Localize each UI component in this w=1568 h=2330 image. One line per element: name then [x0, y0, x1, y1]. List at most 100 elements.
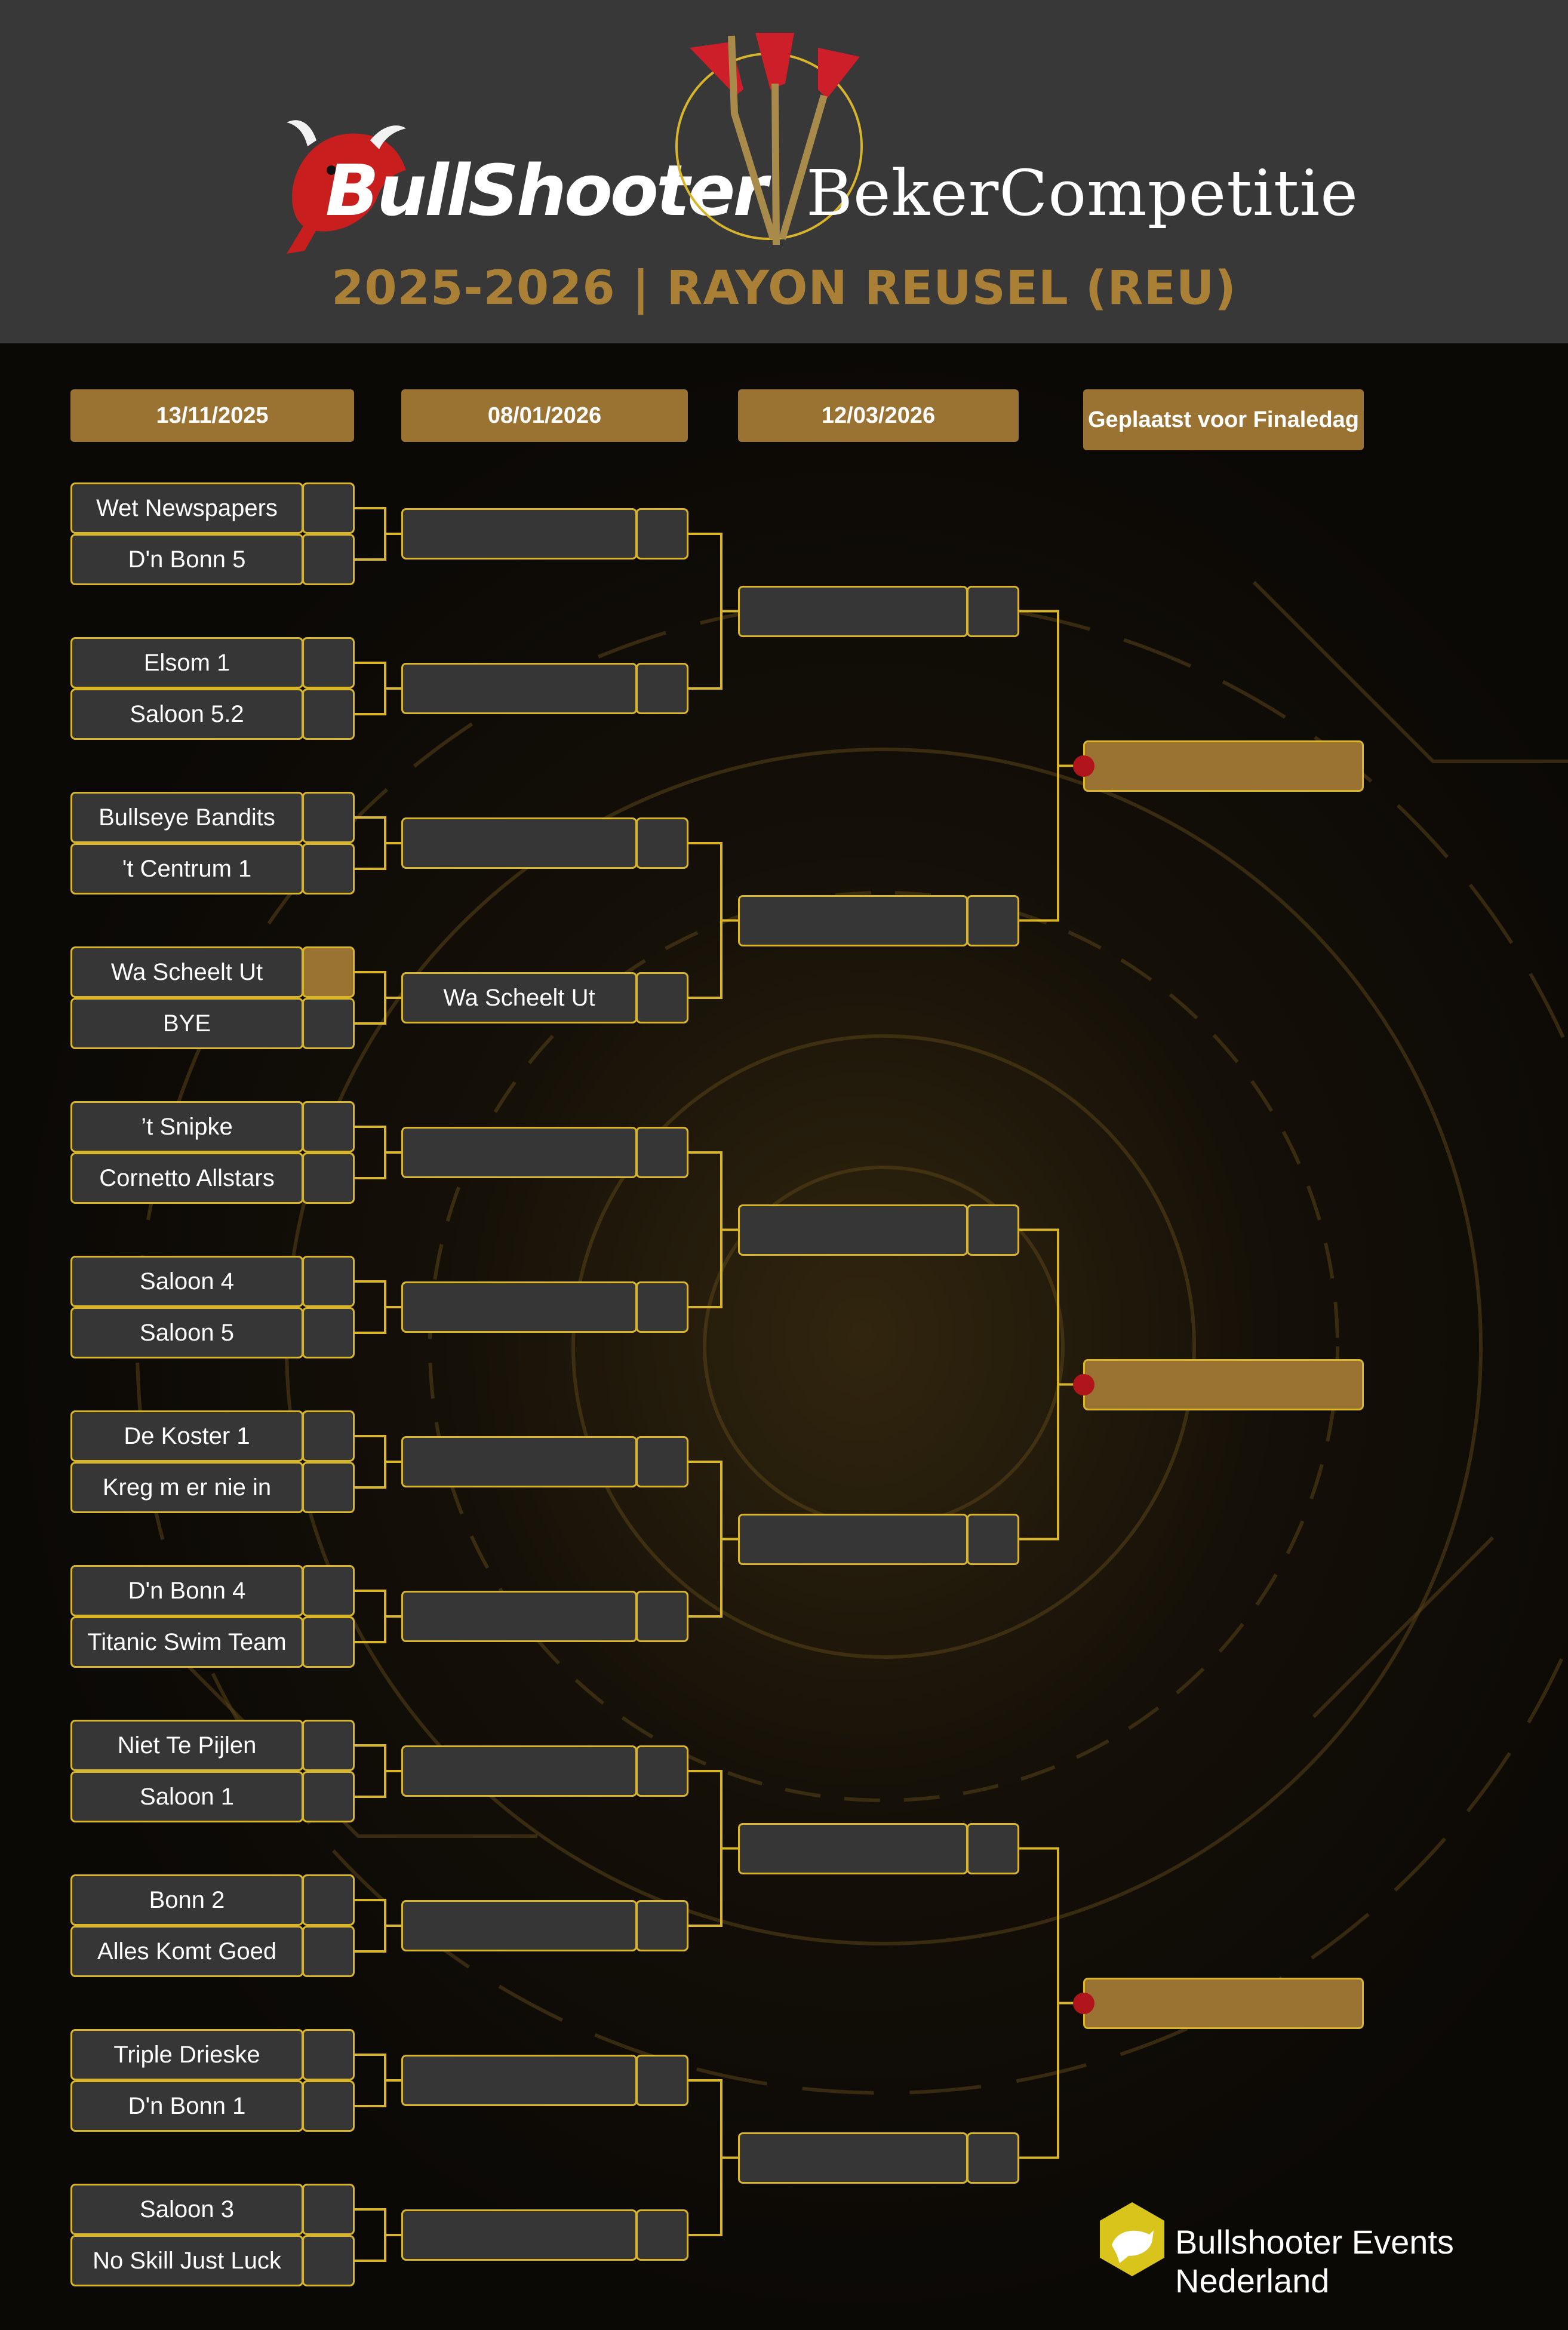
round2-score [636, 972, 688, 1023]
round1-score-away [302, 1926, 355, 1977]
footer-brand: Bullshooter Events Nederland [1175, 2223, 1454, 2300]
bull-logo-icon [287, 120, 406, 254]
round-header-2: 08/01/2026 [401, 389, 688, 442]
round1-team-home: Wa Scheelt Ut [70, 946, 303, 998]
round1-team-home: Elsom 1 [70, 637, 303, 688]
round2-score [636, 663, 688, 714]
round1-score-home [302, 1256, 355, 1307]
connector-dot [1073, 755, 1094, 777]
round1-score-home [302, 1410, 355, 1462]
round2-team [401, 663, 637, 714]
round2-score [636, 1436, 688, 1487]
round2-team [401, 1127, 637, 1178]
round3-team [738, 585, 968, 637]
round1-score-away [302, 2080, 355, 2132]
round1-score-home [302, 482, 355, 534]
round1-team-home: Wet Newspapers [70, 482, 303, 534]
season-subtitle: 2025-2026 | RAYON REUSEL (REU) [331, 262, 1237, 315]
round1-team-home: D'n Bonn 4 [70, 1565, 303, 1616]
round1-score-home [302, 2184, 355, 2235]
round1-score-home [302, 946, 355, 998]
round1-score-away [302, 1152, 355, 1204]
round2-team [401, 2209, 637, 2261]
round1-team-away: Alles Komt Goed [70, 1926, 303, 1977]
round2-score [636, 2055, 688, 2106]
round1-score-away [302, 843, 355, 895]
round1-score-home [302, 637, 355, 688]
round2-score [636, 1900, 688, 1951]
round1-team-home: Bonn 2 [70, 1874, 303, 1926]
round2-score [636, 817, 688, 869]
round2-score [636, 1127, 688, 1178]
round1-score-home [302, 1101, 355, 1152]
round3-team [738, 2132, 968, 2184]
round1-score-away [302, 1462, 355, 1513]
round1-score-away [302, 534, 355, 585]
round1-score-away [302, 1307, 355, 1358]
round1-score-home [302, 2029, 355, 2080]
round1-score-away [302, 998, 355, 1049]
round2-team [401, 2055, 637, 2106]
round-header-4: Geplaatst voor Finaledag [1083, 389, 1364, 450]
round1-score-home [302, 1720, 355, 1771]
darts-emblem-icon [675, 33, 863, 245]
round1-team-home: Saloon 4 [70, 1256, 303, 1307]
competition-title: BekerCompetitie [806, 156, 1359, 230]
round2-team [401, 1436, 637, 1487]
round-header-3: 12/03/2026 [738, 389, 1019, 442]
round2-team [401, 1281, 637, 1333]
round2-team [401, 508, 637, 560]
round1-score-home [302, 1565, 355, 1616]
round2-score [636, 2209, 688, 2261]
round1-team-away: Kreg m er nie in [70, 1462, 303, 1513]
round2-team [401, 1900, 637, 1951]
round1-team-away: D'n Bonn 5 [70, 534, 303, 585]
round1-score-away [302, 1771, 355, 1822]
round3-team [738, 1204, 968, 1256]
finalist-slot [1083, 1358, 1364, 1410]
round2-score [636, 1745, 688, 1797]
round-header-1: 13/11/2025 [70, 389, 354, 442]
round3-team [738, 895, 968, 946]
round3-score [967, 1822, 1019, 1874]
round1-score-away [302, 1616, 355, 1668]
round1-team-away: BYE [70, 998, 303, 1049]
round1-team-home: Saloon 3 [70, 2184, 303, 2235]
round1-score-home [302, 792, 355, 843]
round1-team-away: Saloon 1 [70, 1771, 303, 1822]
round1-score-away [302, 688, 355, 740]
round3-score [967, 1513, 1019, 1565]
round2-team [401, 817, 637, 869]
finalist-slot [1083, 740, 1364, 792]
header-banner: BullShooter BekerCompetitie 2025-2026 | … [0, 0, 1568, 343]
connector-dot [1073, 1373, 1094, 1395]
round1-team-away: No Skill Just Luck [70, 2235, 303, 2286]
round3-team [738, 1822, 968, 1874]
round1-team-away: Saloon 5 [70, 1307, 303, 1358]
brand-wordmark: BullShooter [325, 149, 768, 232]
round3-score [967, 895, 1019, 946]
round3-team [738, 1513, 968, 1565]
round3-score [967, 1204, 1019, 1256]
round2-score [636, 1591, 688, 1642]
round1-score-away [302, 2235, 355, 2286]
round3-score [967, 2132, 1019, 2184]
round1-team-home: Niet Te Pijlen [70, 1720, 303, 1771]
round3-score [967, 585, 1019, 637]
round2-score [636, 508, 688, 560]
round1-team-away: Titanic Swim Team [70, 1616, 303, 1668]
round1-team-away: D'n Bonn 1 [70, 2080, 303, 2132]
round2-score [636, 1281, 688, 1333]
round1-team-home: Triple Drieske [70, 2029, 303, 2080]
round1-score-home [302, 1874, 355, 1926]
round2-team: Wa Scheelt Ut [401, 972, 637, 1023]
round1-team-home: ’t Snipke [70, 1101, 303, 1152]
finalist-slot [1083, 1977, 1364, 2029]
round1-team-away: 't Centrum 1 [70, 843, 303, 895]
round1-team-home: Bullseye Bandits [70, 792, 303, 843]
round1-team-home: De Koster 1 [70, 1410, 303, 1462]
connector-dot [1073, 1992, 1094, 2014]
